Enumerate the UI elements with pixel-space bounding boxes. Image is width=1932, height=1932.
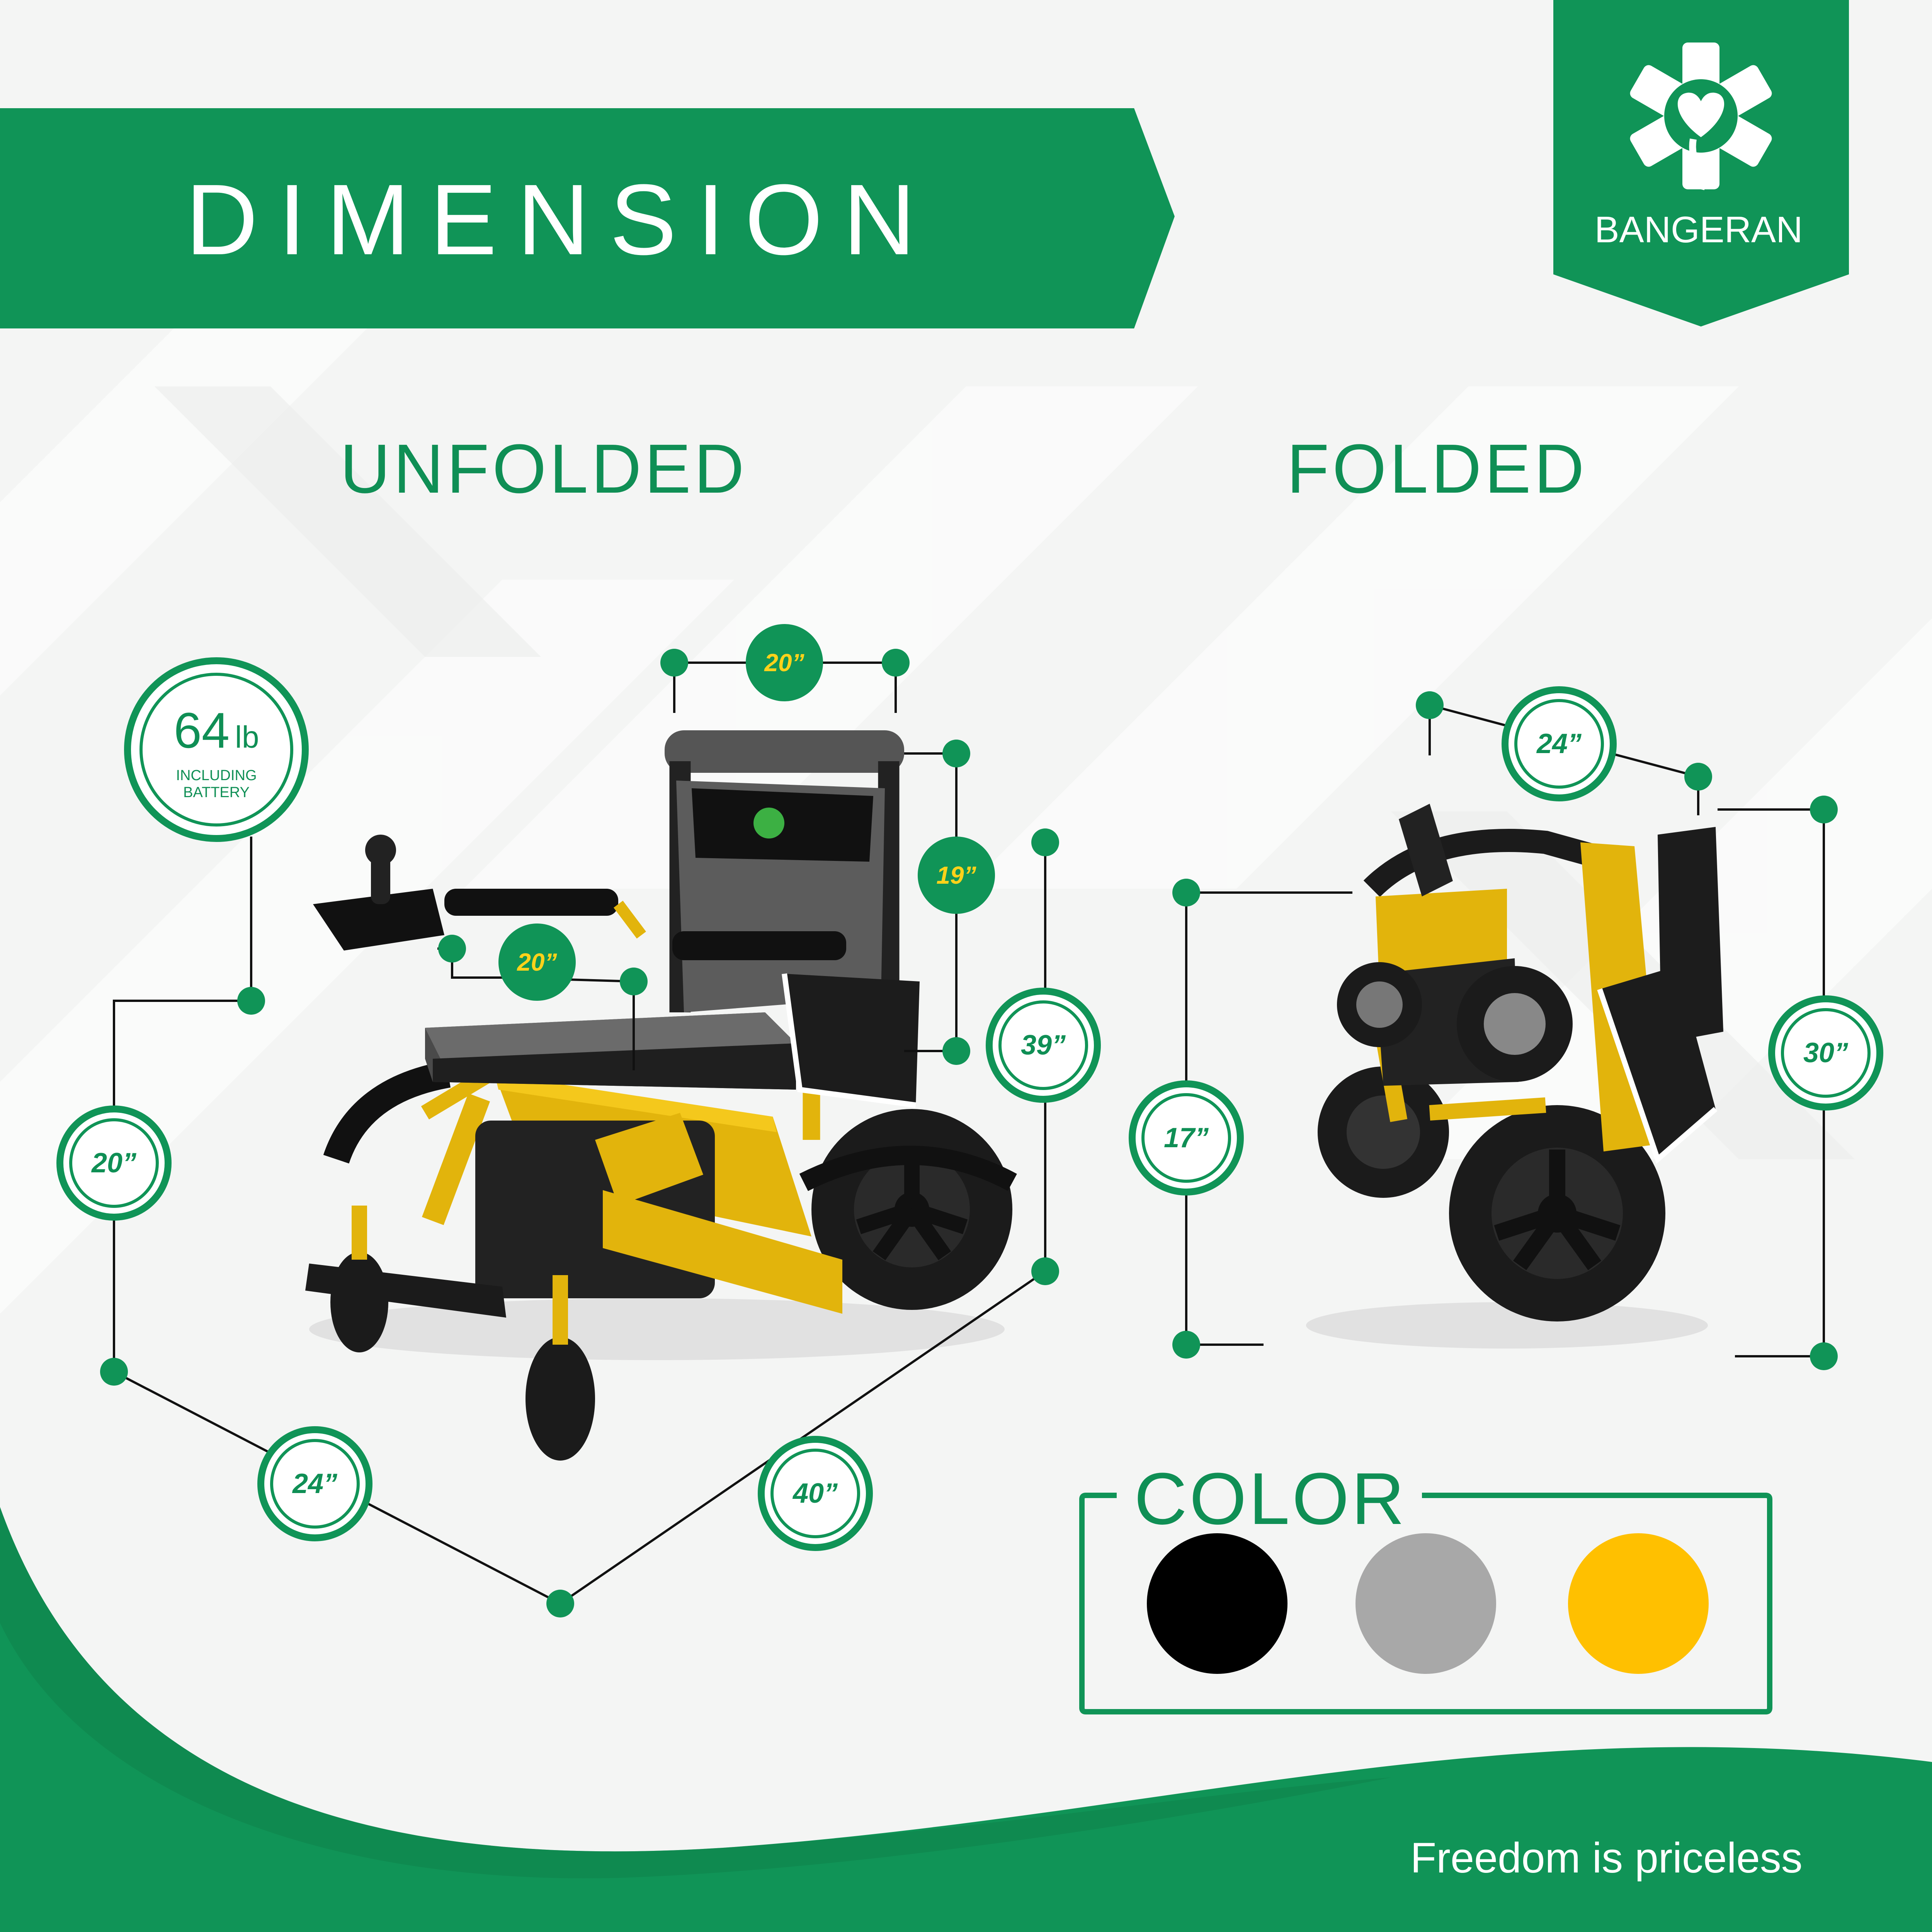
weight-number: 64 <box>173 702 230 759</box>
slogan: Freedom is priceless <box>1410 1834 1803 1882</box>
dim-folded-width: 17” <box>1163 1122 1209 1153</box>
dim-seat-height: 20” <box>91 1148 137 1179</box>
color-box <box>1079 1493 1772 1714</box>
dim-folded-depth: 24” <box>1536 728 1582 759</box>
folded-heading: FOLDED <box>1287 430 1588 508</box>
color-swatch-yellow <box>1568 1533 1709 1674</box>
color-heading: COLOR <box>1134 1458 1407 1540</box>
brand-name: BANGERAN <box>1594 209 1803 250</box>
dim-length: 40” <box>793 1478 838 1509</box>
wheelchair-unfolded <box>305 730 1017 1461</box>
dim-width: 24” <box>292 1468 338 1499</box>
weight-note: INCLUDING BATTERY <box>176 767 257 801</box>
dim-total-height: 39” <box>1020 1030 1066 1061</box>
color-swatches <box>1147 1533 1709 1674</box>
dim-folded-height: 30” <box>1803 1037 1849 1068</box>
dimension-bubbles <box>56 624 1883 1551</box>
star-of-life-heart-icon <box>1630 43 1772 190</box>
dim-seat-depth: 20” <box>517 948 557 976</box>
bottom-swoosh <box>0 1507 1932 1932</box>
title-banner <box>0 108 1175 328</box>
unfolded-heading: UNFOLDED <box>340 430 748 508</box>
color-swatch-gray <box>1355 1533 1496 1674</box>
wheelchair-folded <box>1306 804 1723 1349</box>
page-title: DIMENSION <box>185 164 936 276</box>
dimension-dots-folded <box>1172 691 1838 1370</box>
weight-unit: lb <box>235 720 259 754</box>
dim-back-height: 19” <box>936 861 976 889</box>
dimension-dots-unfolded <box>100 649 1059 1617</box>
dim-back-width: 20” <box>764 649 804 677</box>
color-swatch-black <box>1147 1533 1287 1674</box>
